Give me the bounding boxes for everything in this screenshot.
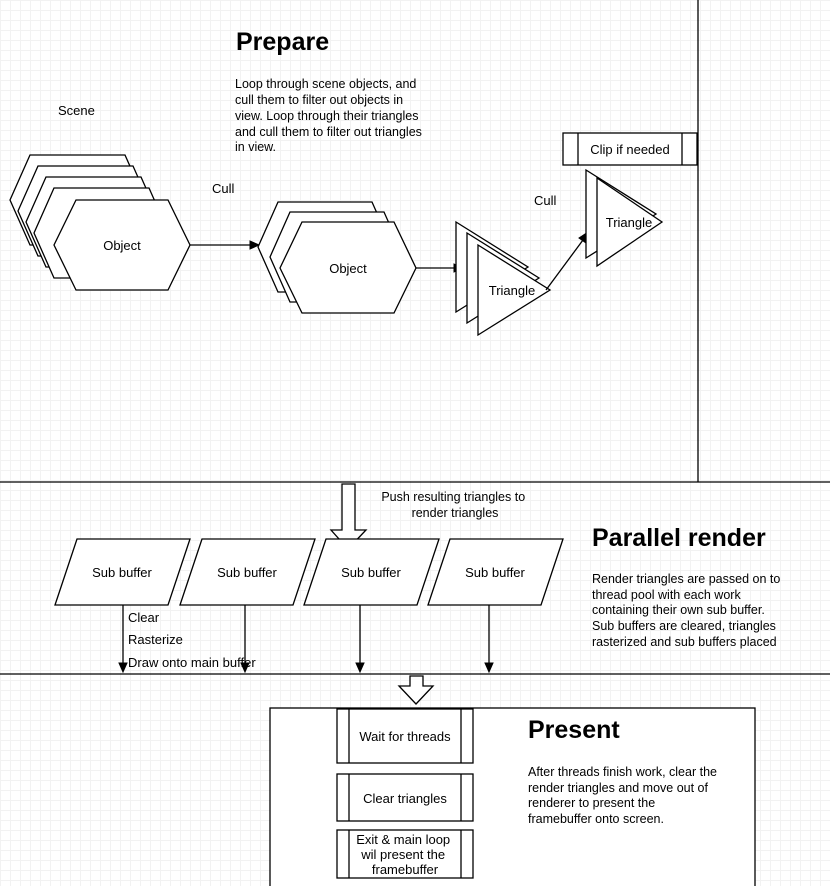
- svg-text:Wait for threads: Wait for threads: [359, 729, 451, 744]
- present-description: After threads finish work, clear the ren…: [528, 765, 720, 826]
- clear-triangles-box: Clear triangles: [336, 773, 474, 822]
- clip-if-needed-label: Clip if needed: [590, 142, 670, 157]
- svg-text:Clear triangles: Clear triangles: [363, 791, 447, 806]
- step-clear: Clear: [128, 610, 160, 625]
- sub-buffer-4-arrow: [484, 605, 494, 674]
- sub-buffer-1-arrow: [118, 605, 128, 674]
- scene-object-label: Object: [103, 238, 141, 253]
- svg-text:Sub buffer: Sub buffer: [92, 565, 152, 580]
- wait-for-threads-box: Wait for threads: [336, 708, 474, 764]
- triangle-stack: Triangle: [455, 220, 552, 337]
- culled-object-stack: Object: [257, 201, 417, 314]
- sub-buffer-1: Sub buffer: [54, 538, 191, 606]
- step-draw-onto-main-buffer: Draw onto main buffer: [128, 655, 256, 670]
- sub-buffer-2: Sub buffer: [179, 538, 316, 606]
- scene-object-stack: Object: [9, 154, 191, 291]
- scene-label: Scene: [58, 103, 95, 118]
- sub-buffer-3: Sub buffer: [303, 538, 440, 606]
- push-label: Push resulting triangles to render trian…: [381, 490, 528, 520]
- present-title: Present: [528, 716, 620, 744]
- parallel-render-title: Parallel render: [592, 524, 766, 552]
- parallel-render-description: Render triangles are passed on to thread…: [592, 572, 784, 649]
- culled-object-label: Object: [329, 261, 367, 276]
- culled-object-hexagon: [279, 221, 417, 314]
- scene-object-hexagon: [53, 199, 191, 291]
- svg-text:Sub buffer: Sub buffer: [341, 565, 401, 580]
- sub-buffer-3-arrow: [355, 605, 365, 674]
- clip-if-needed-box: Clip if needed: [562, 132, 698, 166]
- svg-text:Exit & main loop wil pre: Exit & main loop wil present the framebu…: [356, 832, 454, 877]
- culled-triangle-shape: [596, 176, 664, 268]
- prepare-description: Loop through scene objects, and cull the…: [235, 77, 425, 154]
- arrow-triangles-to-culled-triangle: [545, 230, 589, 291]
- prepare-title: Prepare: [236, 28, 329, 56]
- svg-text:Sub buffer: Sub buffer: [465, 565, 525, 580]
- step-rasterize: Rasterize: [128, 632, 183, 647]
- sub-buffer-4: Sub buffer: [427, 538, 564, 606]
- triangle-shape: [477, 243, 552, 337]
- present-down-arrow: [397, 675, 435, 705]
- arrow-scene-to-culled-objects: [190, 240, 261, 250]
- svg-text:Sub buffer: Sub buffer: [217, 565, 277, 580]
- exit-main-loop-box: Exit & main loop wil present the framebu…: [336, 829, 474, 879]
- sub-buffer-2-arrow: [240, 605, 250, 674]
- cull-label-triangles: Cull: [534, 193, 557, 208]
- triangle-label: Triangle: [489, 283, 535, 298]
- culled-triangle-label: Triangle: [606, 215, 652, 230]
- cull-label-objects: Cull: [212, 181, 235, 196]
- culled-triangle-stack: Triangle: [585, 168, 664, 268]
